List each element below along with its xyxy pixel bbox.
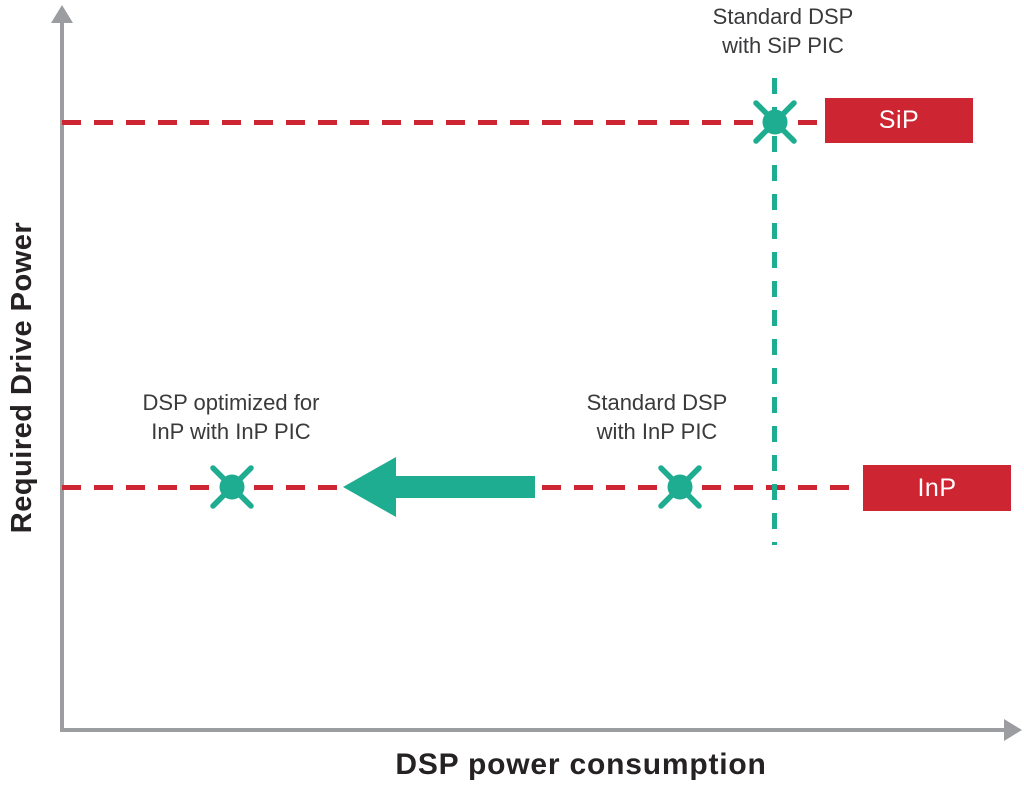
label-line: InP with InP PIC [151, 419, 311, 444]
label-standard-dsp-sip-pic: Standard DSP with SiP PIC [658, 2, 908, 60]
y-axis-title: Required Drive Power [0, 185, 46, 570]
label-line: DSP optimized for [142, 390, 320, 415]
x-axis-line [60, 728, 1006, 732]
label-line: Standard DSP [586, 390, 728, 415]
label-optimized-dsp-inp-pic: DSP optimized for InP with InP PIC [106, 388, 356, 446]
y-axis-arrowhead-icon [51, 5, 73, 23]
label-line: Standard DSP [712, 4, 854, 29]
data-point-standard-dsp-inp-pic-icon [658, 465, 702, 509]
y-axis-line [60, 18, 64, 732]
label-line: with SiP PIC [722, 33, 844, 58]
power-reduction-arrow-icon [343, 457, 535, 517]
y-axis-title-text: Required Drive Power [6, 221, 39, 534]
data-point-standard-dsp-sip-pic-icon [753, 100, 797, 144]
label-standard-dsp-inp-pic: Standard DSP with InP PIC [532, 388, 782, 446]
x-axis-arrowhead-icon [1004, 719, 1022, 741]
label-line: with InP PIC [596, 419, 718, 444]
x-axis-title: DSP power consumption [395, 748, 767, 781]
sip-badge: SiP [825, 98, 973, 143]
data-point-optimized-dsp-inp-pic-icon [210, 465, 254, 509]
inp-badge: InP [863, 465, 1011, 511]
sip-drive-power-reference-line [62, 120, 818, 125]
dsp-power-reference-line [772, 78, 777, 545]
